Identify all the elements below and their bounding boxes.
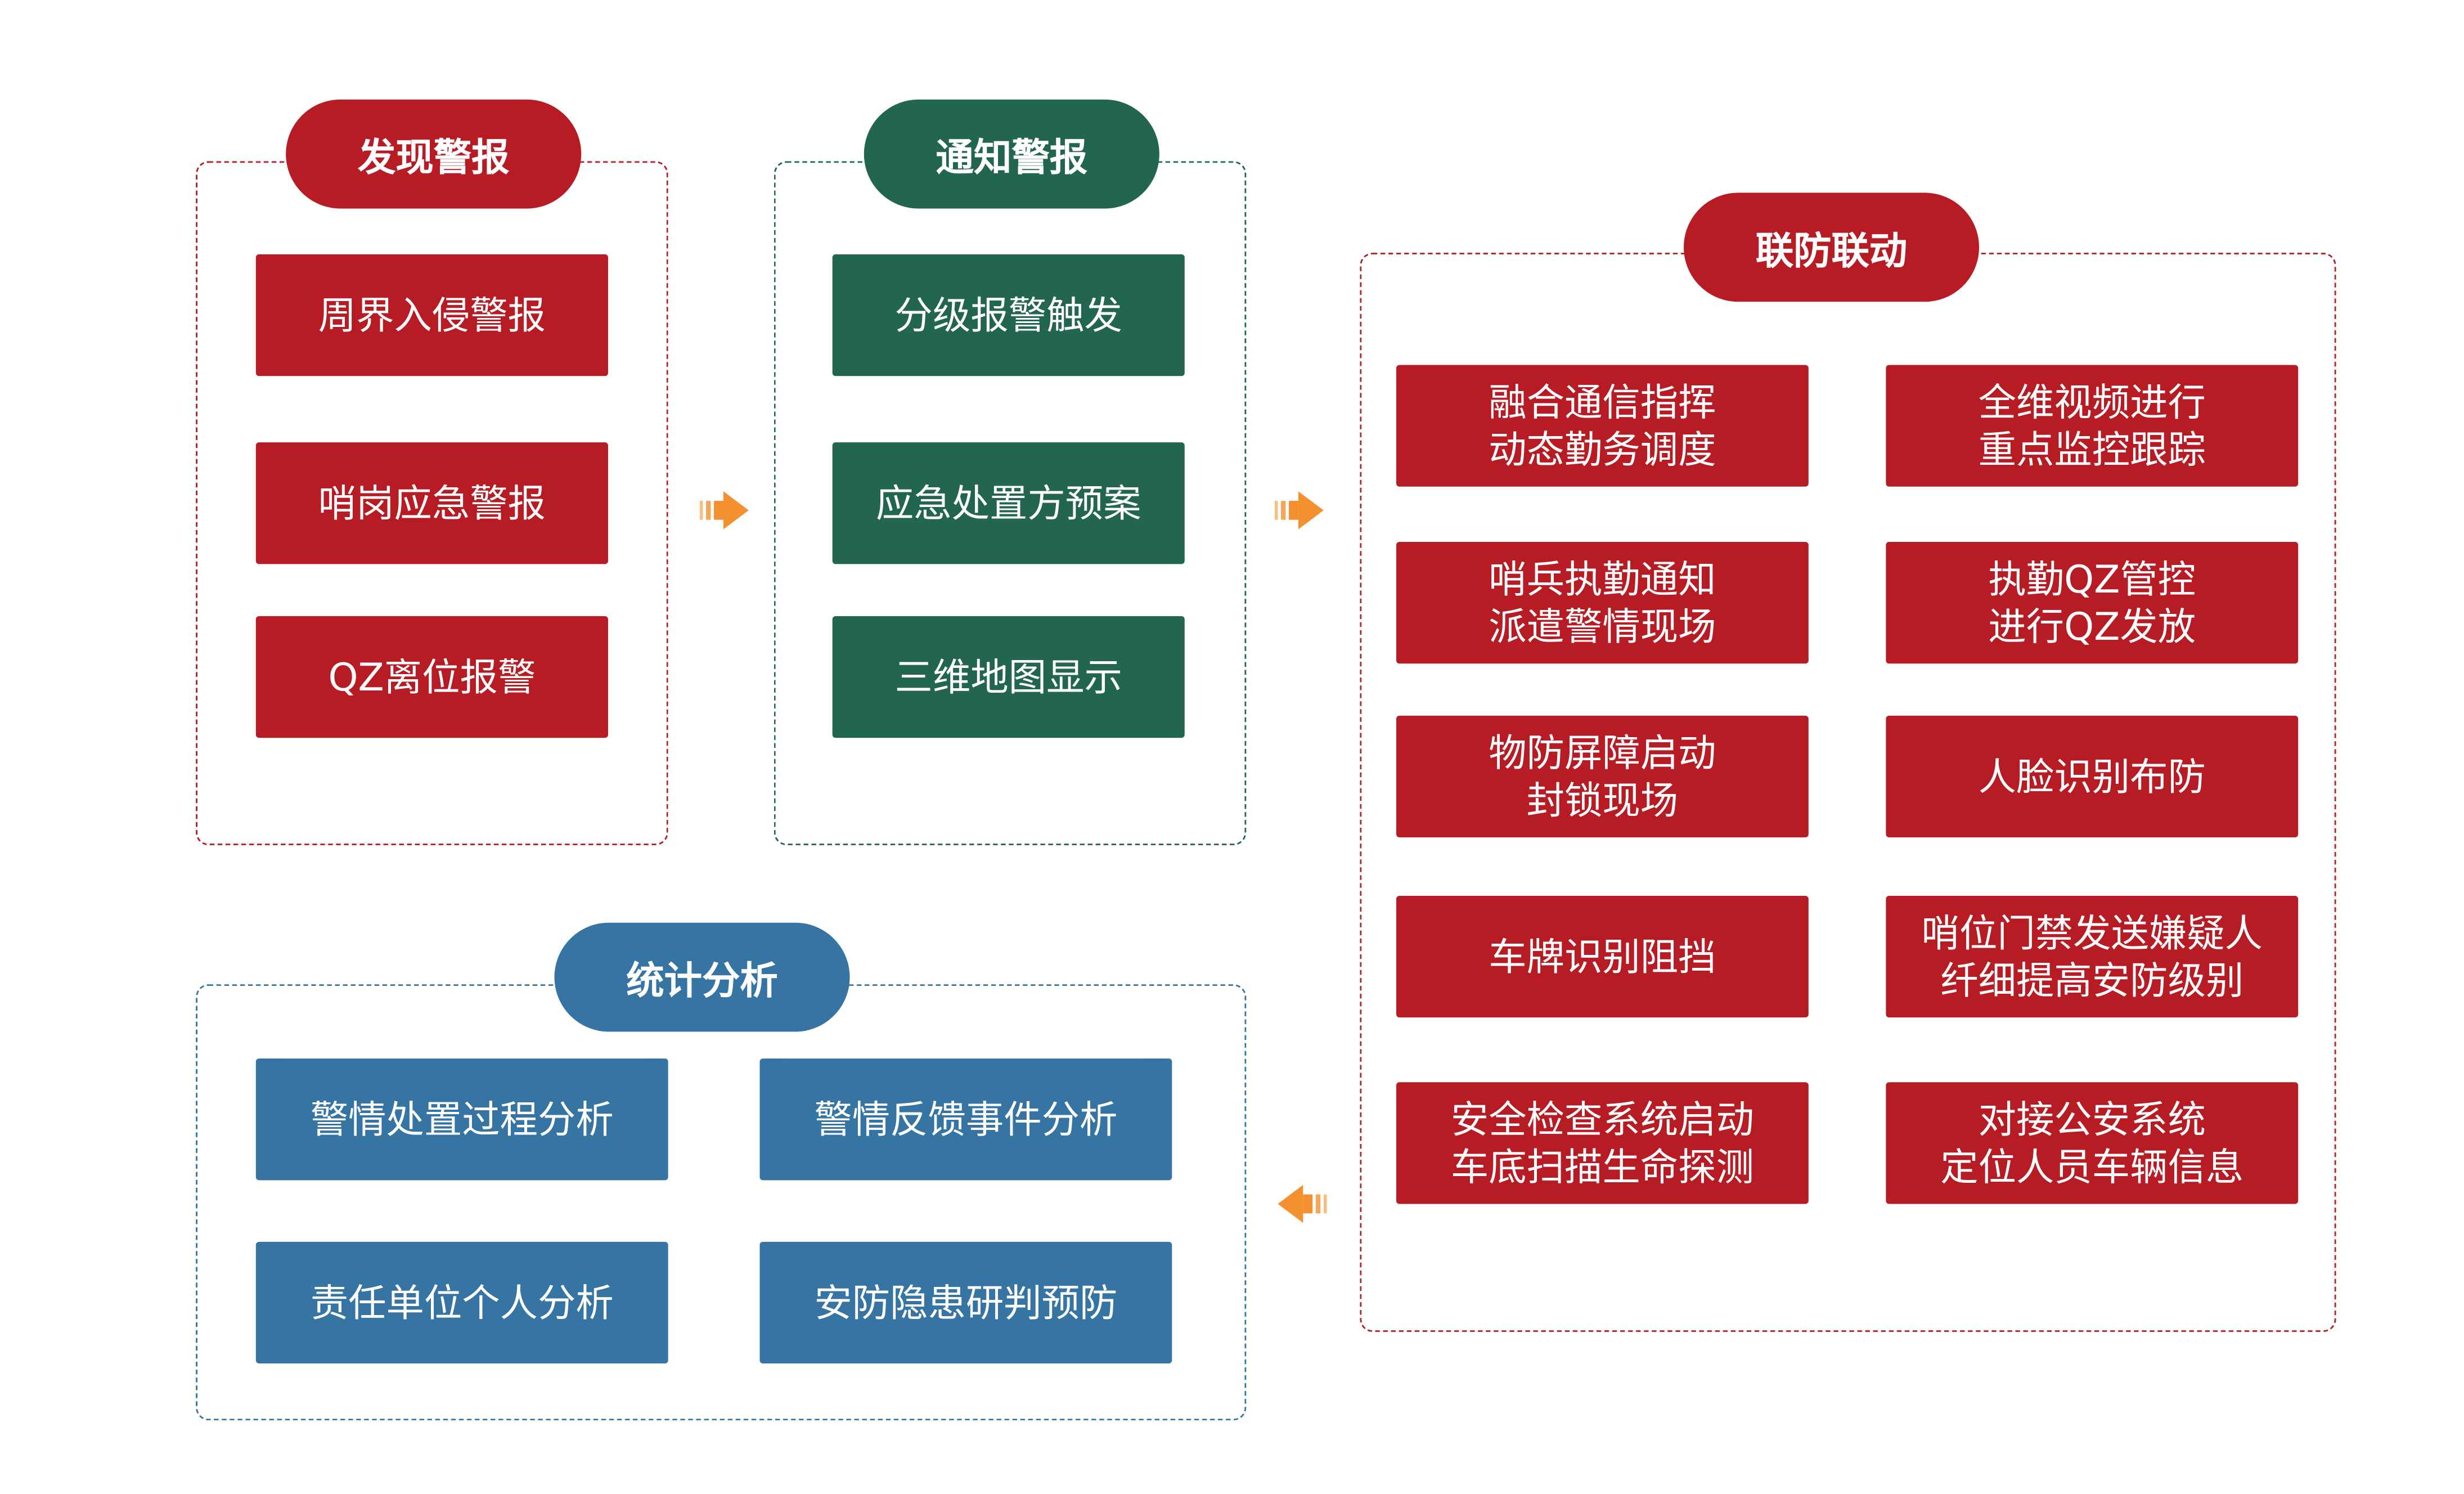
linkage-item: 人脸识别布防 [1886, 715, 2299, 838]
linkage-item-line: 对接公安系统 [1978, 1097, 2206, 1142]
linkage-item-line: 派遣警情现场 [1489, 604, 1716, 649]
linkage-item-line: 融合通信指挥 [1489, 380, 1716, 424]
linkage-item-line: 车牌识别阻挡 [1489, 934, 1716, 979]
linkage-item: 对接公安系统定位人员车辆信息 [1886, 1082, 2299, 1204]
linkage-title: 联防联动 [1684, 192, 1980, 302]
arrow-right-icon [1274, 491, 1324, 530]
linkage-item-line: 人脸识别布防 [1978, 754, 2206, 799]
stats-title: 统计分析 [554, 922, 850, 1032]
stats-item: 安防隐患研判预防 [759, 1241, 1172, 1364]
notify-item: 三维地图显示 [832, 616, 1185, 738]
linkage-item: 执勤QZ管控进行QZ发放 [1886, 542, 2299, 664]
notify-item: 分级报警触发 [832, 254, 1185, 376]
stats-item: 警情处置过程分析 [255, 1058, 668, 1181]
arrow-left-icon [1278, 1185, 1327, 1223]
linkage-item: 融合通信指挥动态勤务调度 [1396, 365, 1809, 487]
linkage-item: 哨位门禁发送嫌疑人纤细提高安防级别 [1886, 895, 2299, 1018]
linkage-item-line: 纤细提高安防级别 [1940, 958, 2244, 1003]
linkage-item-line: 封锁现场 [1526, 778, 1679, 823]
notify-title: 通知警报 [864, 99, 1159, 209]
stats-item: 责任单位个人分析 [255, 1241, 668, 1364]
linkage-item-line: 哨兵执勤通知 [1489, 557, 1716, 602]
linkage-item: 哨兵执勤通知派遣警情现场 [1396, 542, 1809, 664]
linkage-item-line: 执勤QZ管控 [1988, 557, 2196, 602]
linkage-item-line: 重点监控跟踪 [1978, 427, 2206, 472]
linkage-item-line: 安全检查系统启动 [1450, 1097, 1754, 1142]
linkage-item-line: 定位人员车辆信息 [1940, 1145, 2244, 1189]
discover-title: 发现警报 [286, 99, 582, 209]
linkage-item: 车牌识别阻挡 [1396, 895, 1809, 1018]
discover-item: 哨岗应急警报 [255, 442, 608, 564]
linkage-item: 物防屏障启动封锁现场 [1396, 715, 1809, 838]
linkage-item-line: 全维视频进行 [1978, 380, 2206, 424]
linkage-item-line: 进行QZ发放 [1988, 604, 2196, 649]
notify-item: 应急处置方预案 [832, 442, 1185, 564]
arrow-right-icon [699, 491, 749, 530]
linkage-item-line: 动态勤务调度 [1489, 427, 1716, 472]
linkage-item-line: 物防屏障启动 [1489, 730, 1716, 775]
stats-item: 警情反馈事件分析 [759, 1058, 1172, 1181]
linkage-item-line: 哨位门禁发送嫌疑人 [1921, 910, 2263, 955]
linkage-item: 全维视频进行重点监控跟踪 [1886, 365, 2299, 487]
discover-item: 周界入侵警报 [255, 254, 608, 376]
discover-item: QZ离位报警 [255, 616, 608, 738]
linkage-item-line: 车底扫描生命探测 [1450, 1145, 1754, 1189]
linkage-item: 安全检查系统启动车底扫描生命探测 [1396, 1082, 1809, 1204]
